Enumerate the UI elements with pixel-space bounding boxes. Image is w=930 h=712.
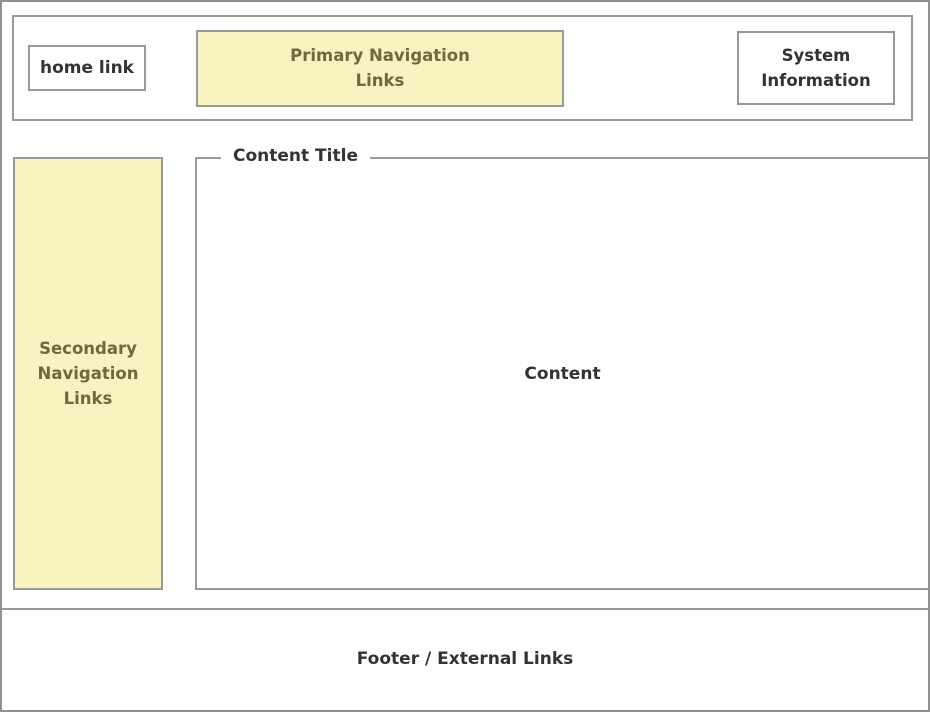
system-information-label: System Information bbox=[761, 46, 871, 90]
secondary-navigation-label: Secondary Navigation Links bbox=[37, 339, 139, 408]
content-area: Content Title Content bbox=[195, 146, 928, 590]
content-label: Content bbox=[524, 363, 601, 384]
footer-bar: Footer / External Links bbox=[2, 608, 928, 708]
home-link[interactable]: home link bbox=[28, 45, 146, 91]
home-link-label: home link bbox=[39, 58, 134, 78]
footer-links-label[interactable]: Footer / External Links bbox=[356, 649, 574, 669]
main-row: Secondary Navigation Links Content Title… bbox=[2, 146, 928, 590]
primary-navigation-links[interactable]: Primary Navigation Links bbox=[196, 29, 564, 107]
content-title: Content Title bbox=[221, 146, 370, 166]
system-information-box: System Information bbox=[737, 31, 895, 105]
primary-navigation-label: Primary Navigation Links bbox=[290, 46, 470, 90]
secondary-navigation-links[interactable]: Secondary Navigation Links bbox=[13, 157, 163, 590]
header-bar: home link Primary Navigation Links Syste… bbox=[12, 15, 913, 121]
